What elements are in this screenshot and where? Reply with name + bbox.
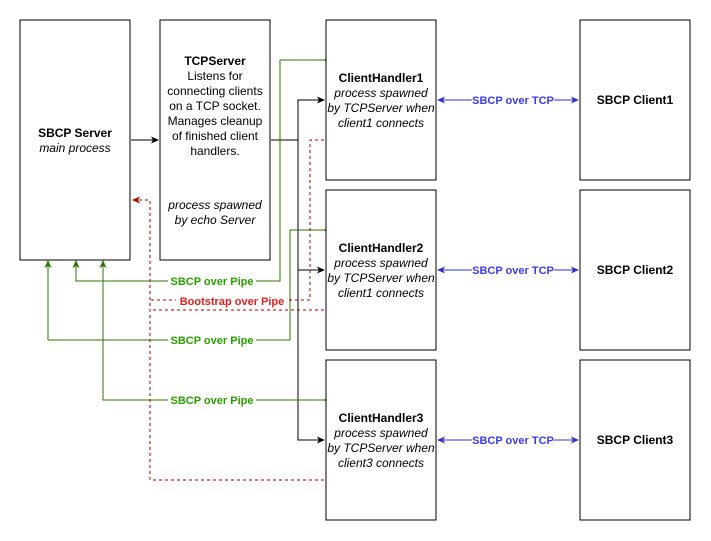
node-sbcp-client-2-title: SBCP Client2 bbox=[597, 263, 674, 277]
node-client-handler-3[interactable]: ClientHandler3 process spawned by TCPSer… bbox=[325, 359, 437, 521]
node-client-handler-2-title: ClientHandler2 bbox=[339, 241, 424, 255]
node-client-handler-3-note: process spawned bbox=[333, 426, 428, 440]
edge-label-pipe3-text: SBCP over Pipe bbox=[171, 395, 254, 407]
node-sbcp-client-1[interactable]: SBCP Client1 bbox=[579, 19, 691, 181]
node-tcpserver-note-line: by echo Server bbox=[175, 213, 257, 227]
edge-label-pipe2: SBCP over Pipe bbox=[168, 333, 256, 347]
node-client-handler-2-note: client1 connects bbox=[338, 286, 424, 300]
edge-label-pipe1: SBCP over Pipe bbox=[168, 274, 256, 288]
node-sbcp-server[interactable]: SBCP Server main process bbox=[19, 19, 131, 261]
node-tcpserver-desc-line: Manages cleanup bbox=[168, 114, 263, 128]
edge-label-bootstrap: Bootstrap over Pipe bbox=[176, 294, 288, 308]
edge-tcpserver-to-handler2 bbox=[297, 140, 325, 274]
edge-label-tcp3-text: SBCP over TCP bbox=[472, 435, 554, 447]
node-sbcp-client-2[interactable]: SBCP Client2 bbox=[579, 189, 691, 351]
edge-bootstrap-h3 bbox=[132, 196, 324, 481]
edge-label-tcp2: SBCP over TCP bbox=[472, 263, 554, 277]
node-tcpserver-desc-line: connecting clients bbox=[167, 84, 262, 98]
node-client-handler-2-note: by TCPServer when bbox=[327, 271, 435, 285]
node-client-handler-1-note: process spawned bbox=[333, 86, 428, 100]
edge-label-bootstrap-text: Bootstrap over Pipe bbox=[180, 296, 285, 308]
node-client-handler-1[interactable]: ClientHandler1 process spawned by TCPSer… bbox=[325, 19, 437, 181]
edge-tcpserver-to-handler3 bbox=[297, 270, 325, 444]
node-client-handler-3-title: ClientHandler3 bbox=[339, 411, 424, 425]
node-client-handler-1-title: ClientHandler1 bbox=[339, 71, 424, 85]
edge-label-pipe1-text: SBCP over Pipe bbox=[171, 276, 254, 288]
node-sbcp-client-3[interactable]: SBCP Client3 bbox=[579, 359, 691, 521]
node-tcpserver-desc-line: on a TCP socket. bbox=[169, 99, 261, 113]
node-client-handler-3-note: by TCPServer when bbox=[327, 441, 435, 455]
node-client-handler-2[interactable]: ClientHandler2 process spawned by TCPSer… bbox=[325, 189, 437, 351]
edge-label-tcp2-text: SBCP over TCP bbox=[472, 265, 554, 277]
edge-label-tcp1-text: SBCP over TCP bbox=[472, 95, 554, 107]
node-tcpserver-desc-line: of finished client bbox=[172, 129, 259, 143]
node-sbcp-client-3-title: SBCP Client3 bbox=[597, 433, 674, 447]
node-client-handler-1-note: by TCPServer when bbox=[327, 101, 435, 115]
node-tcpserver[interactable]: TCPServer Listens for connecting clients… bbox=[159, 19, 271, 261]
edge-label-tcp1: SBCP over TCP bbox=[472, 93, 554, 107]
node-client-handler-1-note: client1 connects bbox=[338, 116, 424, 130]
node-tcpserver-desc-line: Listens for bbox=[187, 69, 242, 83]
edge-label-pipe2-text: SBCP over Pipe bbox=[171, 335, 254, 347]
node-sbcp-client-1-title: SBCP Client1 bbox=[597, 93, 674, 107]
node-sbcp-server-subtitle: main process bbox=[39, 141, 110, 155]
edge-label-tcp3: SBCP over TCP bbox=[472, 433, 554, 447]
edge-label-pipe3: SBCP over Pipe bbox=[168, 393, 256, 407]
node-client-handler-3-note: client3 connects bbox=[338, 456, 424, 470]
node-tcpserver-title: TCPServer bbox=[184, 54, 246, 68]
node-client-handler-2-note: process spawned bbox=[333, 256, 428, 270]
node-sbcp-server-title: SBCP Server bbox=[38, 126, 112, 140]
node-tcpserver-note-line: process spawned bbox=[167, 198, 262, 212]
edge-tcpserver-to-handler1 bbox=[271, 96, 325, 141]
node-tcpserver-desc-line: handlers. bbox=[190, 144, 239, 158]
